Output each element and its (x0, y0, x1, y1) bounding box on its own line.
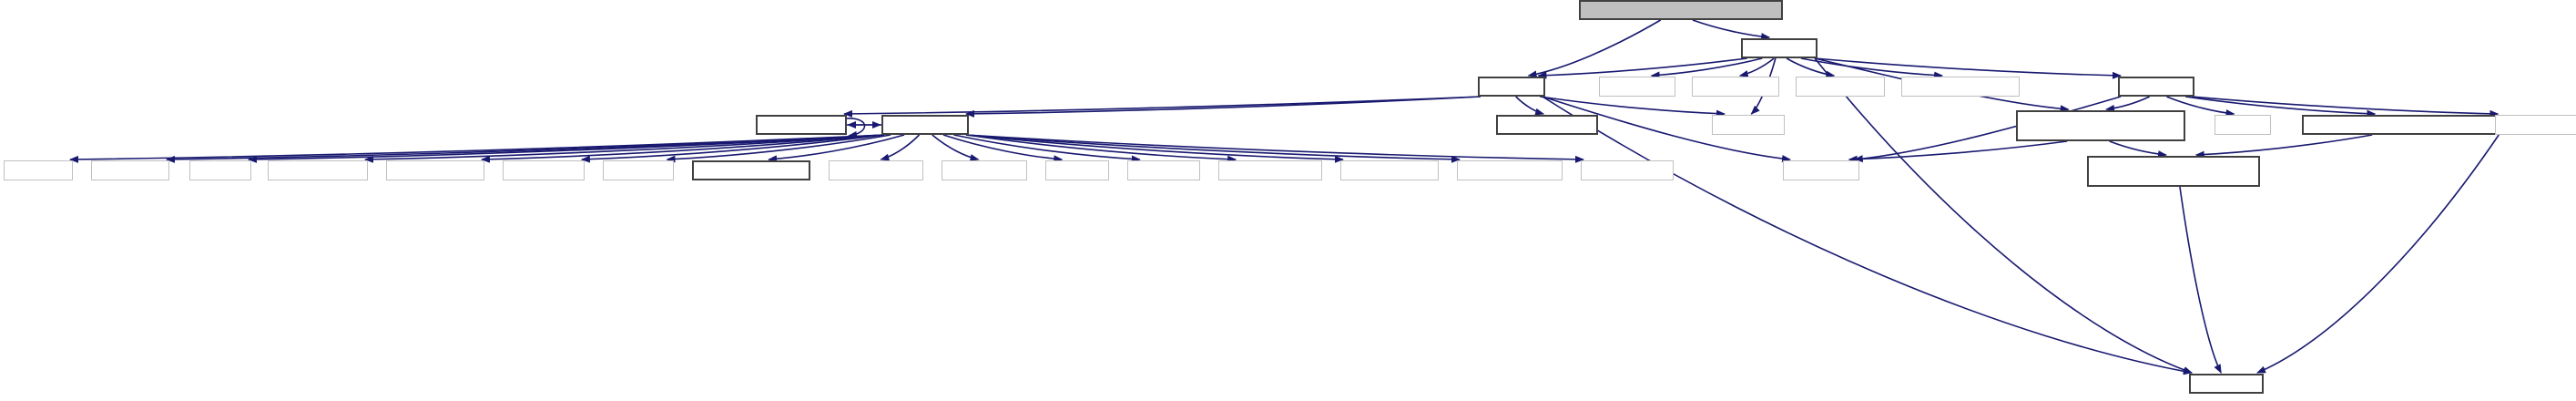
graph-node-inttypes[interactable] (1692, 77, 1779, 97)
graph-node-stdlib[interactable] (1599, 77, 1675, 97)
graph-edge-uv-to-uvversion (1515, 96, 1545, 116)
graph-edge-root-to-task (1692, 19, 1771, 41)
graph-edge-task-to-stdint (1814, 57, 2193, 374)
graph-node-dirent[interactable] (1127, 160, 1200, 180)
graph-node-signal[interactable] (603, 160, 674, 180)
graph-node-pthread[interactable] (503, 160, 585, 180)
graph-edge-uvunix-to-pwd (248, 134, 885, 163)
graph-edge-uvunix-to-dirent (953, 134, 1141, 163)
graph-edge-task-to-string_h (1814, 57, 2122, 79)
graph-edge-uvunix-to-netdb (69, 134, 885, 163)
graph-edge-uvunix-to-uverrno-curve (844, 118, 866, 139)
graph-edge-uv-to-stddef (1542, 96, 1791, 163)
graph-edge-uv-to-stdint (1542, 96, 2193, 375)
graph-node-systypes[interactable] (829, 160, 923, 180)
graph-edge-uvunix-to-arpainet (965, 134, 1584, 163)
graph-edge-codegenport-to-stdint (2179, 186, 2222, 374)
graph-edge-uvunix-to-semaphore (364, 134, 885, 163)
graph-edge-uv-to-stdio (1540, 96, 1726, 118)
graph-node-sysstat[interactable] (942, 160, 1027, 180)
graph-edge-string_h-to-gprtypes (2105, 96, 2151, 112)
graph-node-uv[interactable] (1478, 77, 1545, 97)
graph-node-sysresource[interactable] (1901, 77, 2020, 97)
graph-edge-uvunix-to-syssocket (965, 134, 1237, 163)
graph-node-termios[interactable] (91, 160, 169, 180)
graph-node-root[interactable] (1579, 0, 1783, 20)
graph-node-stddef[interactable] (1783, 160, 1859, 180)
graph-edge-task-to-sysresource (1800, 57, 1944, 79)
graph-node-fcntl[interactable] (1045, 160, 1109, 180)
graph-node-uvthreadpool[interactable] (692, 160, 810, 180)
graph-node-uvversion[interactable] (1496, 115, 1598, 135)
graph-node-uvunix[interactable] (881, 115, 969, 135)
graph-edge-root-to-uv (1527, 19, 1662, 78)
graph-edge-task-to-inttypes (1738, 57, 1775, 77)
graph-node-pwd[interactable] (189, 160, 251, 180)
graph-edge-uv-to-uverrno (843, 96, 1481, 118)
graph-node-gprtypes[interactable] (2016, 110, 2185, 141)
graph-edge-uvunix-to-uvthreadpool (768, 134, 905, 163)
graph-edge-uv-to-uvunix (965, 96, 1481, 118)
graph-edge-uvunix-to-sysparam (481, 134, 885, 163)
graph-node-netdb[interactable] (4, 160, 73, 180)
graph-edge-string_h-to-supportport (2184, 96, 2377, 118)
graph-edge-task-to-systime (1786, 57, 1836, 78)
graph-node-supportport[interactable] (2302, 115, 2497, 135)
graph-node-codegenport[interactable] (2087, 156, 2260, 187)
graph-edge-string_h-to-string_cpp (2166, 96, 2235, 117)
graph-node-uverrno[interactable] (756, 115, 847, 135)
graph-edge-task-to-stdlib (1650, 57, 1763, 79)
graph-node-task[interactable] (1741, 38, 1817, 58)
graph-edge-gprtypes-to-codegenport (2109, 140, 2167, 159)
graph-node-netinetin[interactable] (1340, 160, 1439, 180)
graph-node-systime[interactable] (1796, 77, 1885, 97)
graph-edge-uvunix-to-systypes (880, 134, 921, 161)
graph-edge-string_h-to-stddef (1853, 96, 2122, 163)
graph-node-string_cpp[interactable] (2215, 115, 2271, 135)
graph-node-stdint[interactable] (2189, 374, 2264, 394)
graph-edge-gprtypes-to-stddef (1848, 140, 2068, 163)
graph-edge-uvunix-to-sysstat (932, 134, 980, 161)
graph-node-sysparam[interactable] (386, 160, 484, 180)
graph-edge-uvunix-to-netinetin (965, 134, 1344, 163)
graph-edge-stdbool-to-stdint (2256, 134, 2500, 374)
graph-edge-string_h-to-stdbool (2191, 96, 2500, 118)
graph-node-arpainet[interactable] (1581, 160, 1674, 180)
graph-edge-task-to-uv (1537, 57, 1747, 79)
graph-node-semaphore[interactable] (268, 160, 368, 180)
graph-node-string_h[interactable] (2118, 77, 2194, 97)
graph-node-syssocket[interactable] (1218, 160, 1322, 180)
graph-edge-uvunix-to-netinettcp (965, 134, 1461, 163)
graph-node-netinettcp[interactable] (1457, 160, 1563, 180)
graph-edge-uvunix-to-fcntl (942, 134, 1064, 163)
graph-node-stdio[interactable] (1712, 115, 1785, 135)
graph-edge-uvunix-to-signal (666, 134, 891, 163)
graph-edge-supportport-to-codegenport (2194, 134, 2373, 159)
graph-edge-uvunix-to-pthread (580, 134, 885, 163)
graph-node-stdbool[interactable] (2495, 115, 2576, 135)
